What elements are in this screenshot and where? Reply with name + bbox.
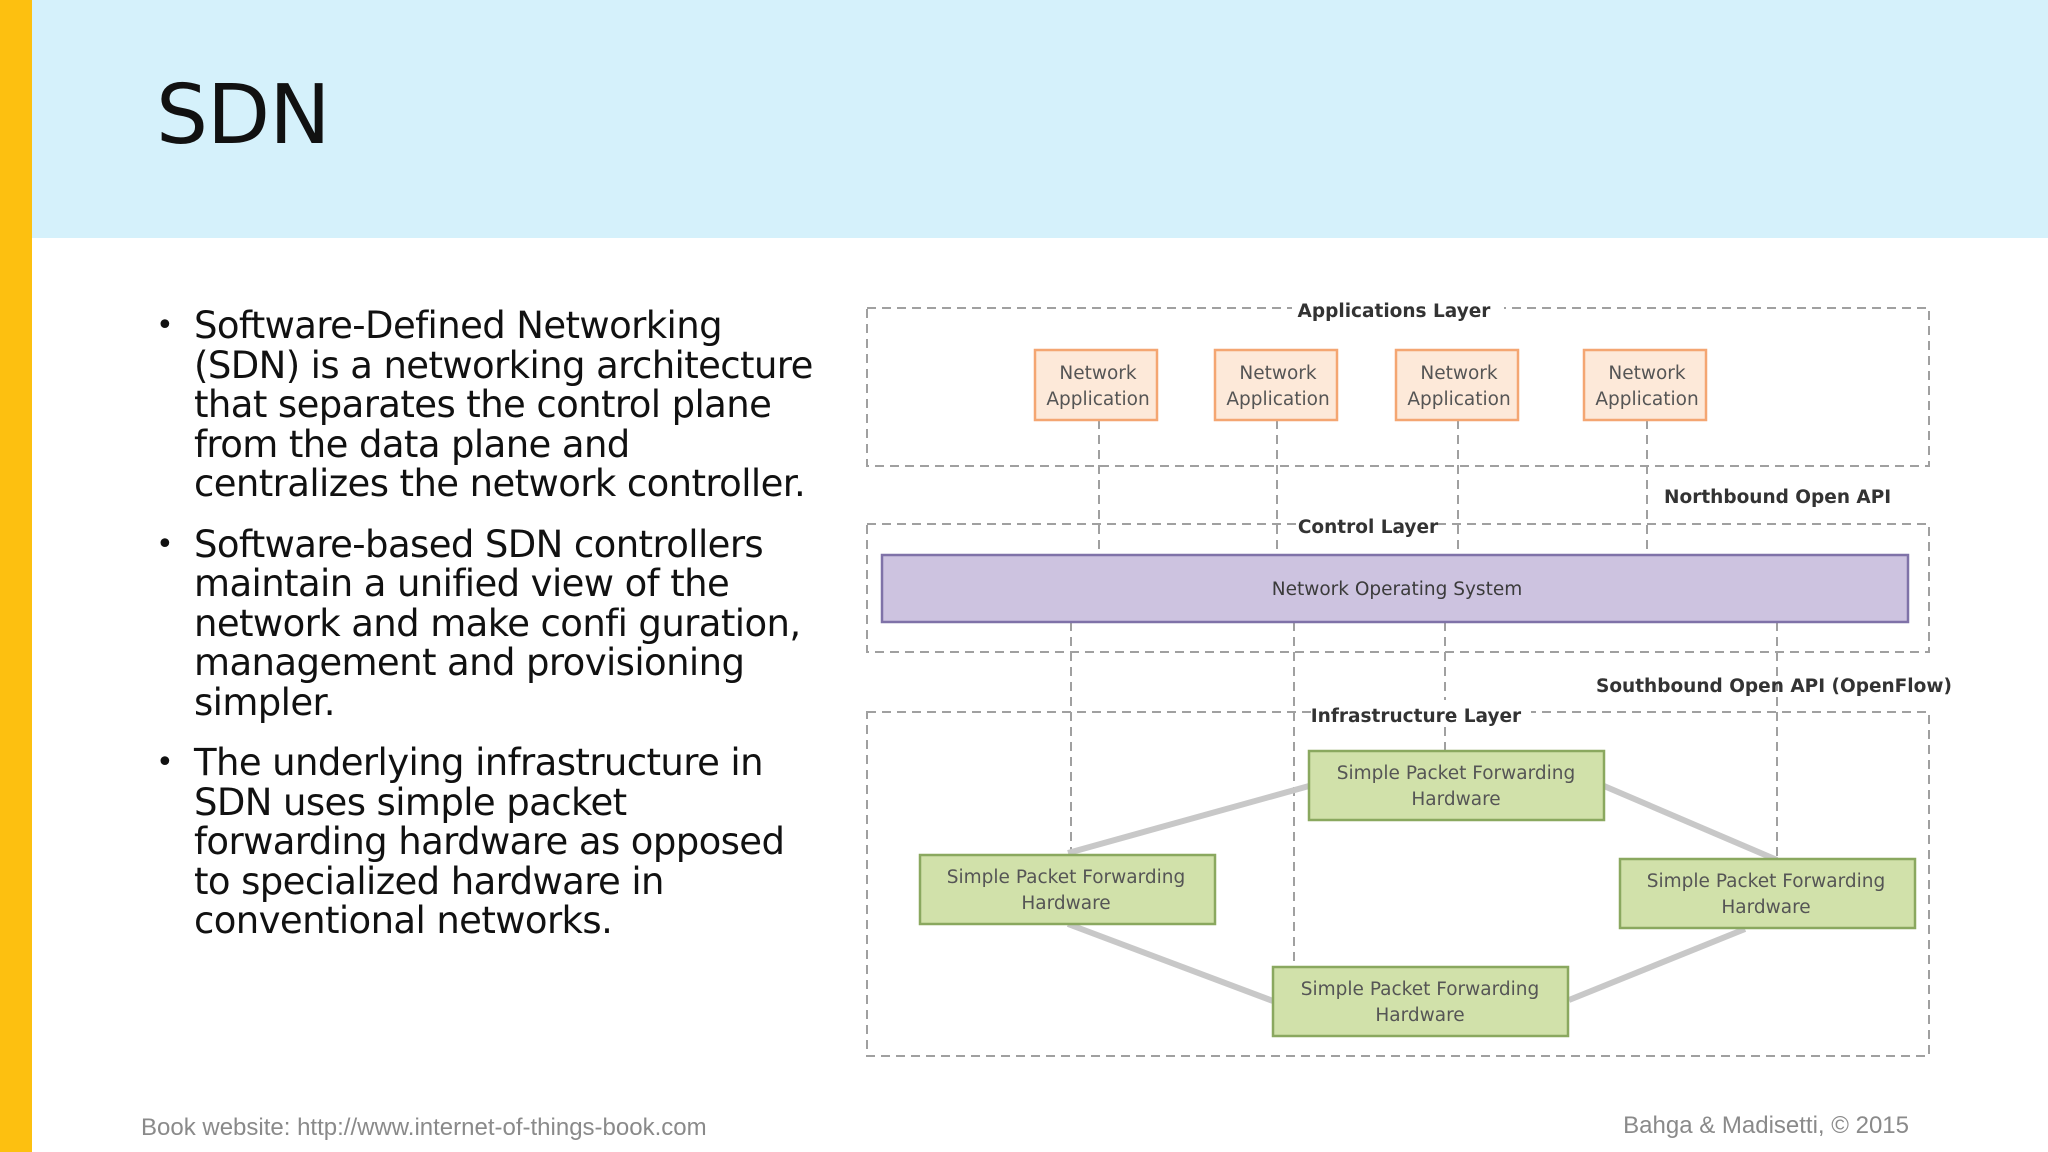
footer-website: Book website: http://www.internet-of-thi… [141, 1114, 707, 1141]
hardware-label-line2: Hardware [1375, 1005, 1464, 1026]
bullet-dot: • [156, 526, 174, 562]
hardware-label-line2: Hardware [1021, 893, 1110, 914]
southbound-api-label: Southbound Open API (OpenFlow) [1596, 676, 1952, 697]
footer-copyright: Bahga & Madisetti, © 2015 [1623, 1112, 1909, 1139]
bullet-item: • The underlying infrastructure in SDN us… [156, 743, 816, 941]
forwarding-hardware-right: Simple Packet Forwarding Hardware [1618, 857, 1917, 930]
infrastructure-layer-label: Infrastructure Layer [1311, 706, 1522, 727]
bullet-text: Software-Defined Networking (SDN) is a n… [194, 304, 813, 505]
network-operating-system [880, 553, 1910, 624]
hardware-link [1602, 783, 1779, 863]
app-label-line1: Network [1608, 363, 1686, 384]
hardware-link [1567, 926, 1747, 1003]
bullet-item: • Software-Defined Networking (SDN) is a … [156, 306, 816, 504]
hardware-label-line1: Simple Packet Forwarding [947, 867, 1185, 888]
title-band [32, 0, 2048, 238]
network-application-box: Network Application [1213, 348, 1339, 422]
bullet-dot: • [156, 308, 174, 343]
accent-bar [0, 0, 32, 1152]
hardware-link [1067, 783, 1310, 856]
hardware-label-line1: Simple Packet Forwarding [1647, 871, 1885, 892]
app-label-line2: Application [1407, 389, 1510, 410]
hardware-label-line2: Hardware [1411, 789, 1500, 810]
app-label-line1: Network [1059, 363, 1137, 384]
slide-title: SDN [156, 68, 331, 163]
hardware-link [1066, 921, 1275, 1004]
hardware-label-line1: Simple Packet Forwarding [1301, 979, 1539, 1000]
app-label-line2: Application [1226, 389, 1329, 410]
app-label-line2: Application [1595, 389, 1698, 410]
forwarding-hardware-bottom: Simple Packet Forwarding Hardware [1271, 965, 1570, 1038]
control-layer-label: Control Layer [1298, 517, 1439, 538]
app-label-line1: Network [1420, 363, 1498, 384]
app-label-line2: Application [1046, 389, 1149, 410]
bullet-text: The underlying infrastructure in SDN use… [194, 741, 785, 942]
network-application-box: Network Application [1033, 348, 1159, 422]
forwarding-hardware-top: Simple Packet Forwarding Hardware [1307, 749, 1606, 822]
bullet-text: Software-based SDN controllers maintain … [194, 522, 801, 724]
network-application-box: Network Application [1394, 348, 1520, 422]
hardware-label-line1: Simple Packet Forwarding [1337, 763, 1575, 784]
app-label-line1: Network [1239, 363, 1317, 384]
bullet-item: • Software-based SDN controllers maintain… [156, 522, 816, 724]
network-application-box: Network Application [1582, 348, 1708, 422]
applications-layer-label: Applications Layer [1298, 301, 1492, 322]
forwarding-hardware-left: Simple Packet Forwarding Hardware [918, 853, 1217, 926]
hardware-label-line2: Hardware [1721, 897, 1810, 918]
northbound-api-label: Northbound Open API [1664, 487, 1891, 508]
bullet-list: • Software-Defined Networking (SDN) is a … [156, 306, 816, 962]
bullet-dot: • [156, 745, 174, 780]
nos-label: Network Operating System [1272, 579, 1522, 600]
